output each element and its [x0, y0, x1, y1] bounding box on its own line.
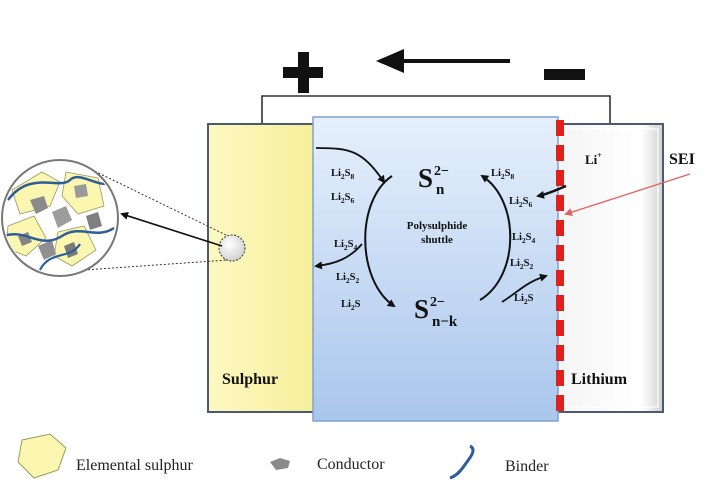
shuttle-label-line1: Polysulphide [407, 220, 468, 232]
polysulphide-species: Li2S8 [331, 168, 355, 181]
legend-binder-label: Binder [505, 458, 549, 475]
polysulphide-top-label: S2− [418, 163, 449, 193]
left-arrow-in [315, 147, 386, 184]
shuttle-arrow-right [479, 174, 512, 301]
electrolyte-region [312, 116, 559, 422]
right-arrow-in [501, 273, 548, 303]
lithium-ion-arrow [536, 184, 567, 199]
lithium-label: Lithium [571, 371, 628, 388]
sulphur-cathode [207, 123, 317, 413]
left-arrow-out [314, 243, 363, 270]
legend-binder-icon [449, 444, 475, 480]
negative-terminal [544, 69, 585, 80]
polysulphide-species: Li2S2 [510, 258, 534, 271]
polysulphide-species: Li2S2 [336, 272, 360, 285]
polysulphide-species: Li2S8 [491, 168, 515, 181]
sulphur-particle-dot [218, 234, 246, 262]
legend-conductor-icon [270, 458, 290, 470]
legend: Elemental sulphur Conductor Binder [17, 433, 549, 480]
polysulphide-bottom-label: S2− [414, 294, 445, 324]
external-circuit-wire [261, 95, 611, 123]
zoom-guide-top [83, 165, 229, 237]
polysulphide-species: Li2S6 [509, 196, 533, 209]
lithium-ion-label: Li+ [585, 151, 602, 167]
polysulphide-species: Li2S6 [331, 192, 355, 205]
legend-sulphur-label: Elemental sulphur [76, 457, 194, 474]
legend-conductor-label: Conductor [317, 456, 385, 473]
polysulphide-species: Li2S4 [512, 232, 536, 245]
sei-label: SEI [669, 151, 695, 168]
lithium-anode [554, 123, 664, 413]
polysulphide-species: Li2S [341, 299, 361, 312]
zoom-pointer-arrow [120, 212, 223, 247]
legend-sulphur-icon [17, 433, 67, 479]
polysulphide-species: Li2S [514, 293, 534, 306]
zoomed-microstructure [1, 159, 119, 277]
polysulphide-bottom-subscript: n−k [432, 314, 458, 330]
zoom-guide-bottom [83, 259, 229, 271]
electron-flow-arrow [376, 49, 510, 73]
polysulphide-species: Li2S4 [334, 239, 358, 252]
shuttle-label-line2: shuttle [421, 234, 453, 246]
sei-pointer-line [564, 173, 691, 216]
positive-terminal [283, 52, 323, 93]
shuttle-arrow-left [364, 175, 396, 308]
sulphur-label: Sulphur [222, 371, 278, 388]
polysulphide-top-subscript: n [436, 182, 445, 198]
